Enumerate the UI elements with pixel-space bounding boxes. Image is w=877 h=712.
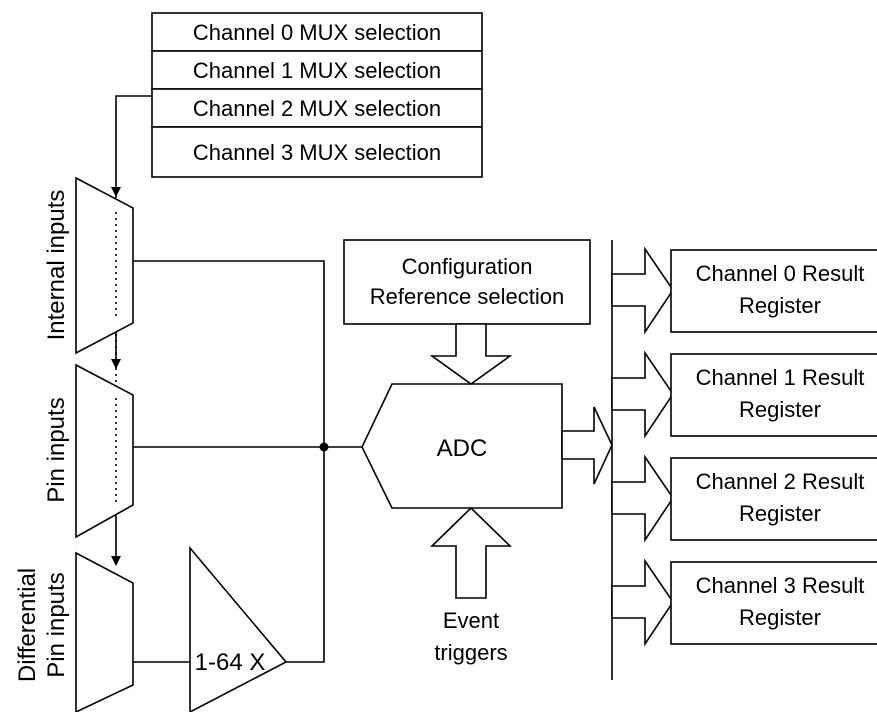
pin-inputs-mux — [75, 363, 134, 539]
result-register-ch0-line1: Channel 0 Result — [696, 261, 865, 286]
result-register-ch3-line2: Register — [739, 605, 821, 630]
signal-wires — [133, 260, 362, 663]
reference-selection-label: Reference selection — [370, 284, 564, 309]
result-register-ch2-line1: Channel 2 Result — [696, 469, 865, 494]
result-register-ch1-line2: Register — [739, 397, 821, 422]
result-arrow-ch0 — [611, 246, 674, 335]
gain-label: 1-64 X — [195, 649, 266, 676]
internal-inputs-label: Internal inputs — [43, 190, 70, 341]
differential-label-line2: Pin inputs — [43, 572, 70, 677]
event-triggers-arrow — [430, 506, 512, 599]
result-register-ch3 — [670, 561, 877, 645]
triggers-label: triggers — [434, 640, 507, 665]
adc-output-arrow — [561, 406, 613, 485]
result-register-ch1-line1: Channel 1 Result — [696, 365, 865, 390]
event-label: Event — [443, 608, 499, 633]
result-arrow-ch1 — [611, 350, 674, 439]
pin-inputs-label: Pin inputs — [43, 397, 70, 502]
differential-label-line1: Differential — [14, 568, 41, 682]
result-register-ch2 — [670, 457, 877, 541]
configuration-box — [343, 239, 591, 325]
result-register-ch0-line2: Register — [739, 293, 821, 318]
result-arrow-ch2 — [611, 454, 674, 543]
mux-selection-ch1: Channel 1 MUX selection — [193, 58, 441, 83]
differential-inputs-mux — [75, 551, 134, 712]
gain-amplifier — [189, 545, 288, 712]
mux-selection-ch0: Channel 0 MUX selection — [193, 20, 441, 45]
result-register-ch3-line1: Channel 3 Result — [696, 573, 865, 598]
configuration-label: Configuration — [402, 254, 533, 279]
config-to-adc-arrow — [429, 323, 513, 385]
result-register-ch2-line2: Register — [739, 501, 821, 526]
result-register-ch0 — [670, 249, 877, 333]
junction-dot — [319, 442, 329, 452]
result-register-ch1 — [670, 353, 877, 437]
adc-label: ADC — [437, 435, 488, 462]
mux-selection-ch2: Channel 2 MUX selection — [193, 96, 441, 121]
internal-inputs-mux — [75, 176, 134, 355]
mux-selection-ch3: Channel 3 MUX selection — [193, 140, 441, 165]
mux-selection-table: Channel 0 MUX selection Channel 1 MUX se… — [151, 12, 483, 178]
result-arrow-ch3 — [611, 558, 674, 647]
